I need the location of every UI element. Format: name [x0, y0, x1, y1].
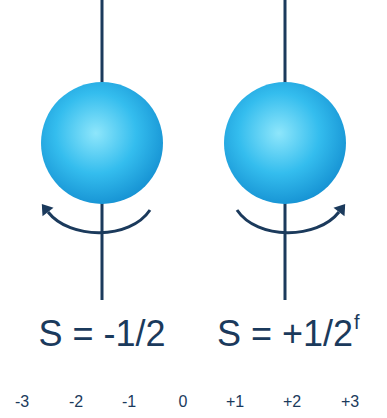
spin-label: S = +1/2 — [217, 316, 353, 352]
scale-number: +3 — [341, 394, 359, 410]
arrow-head — [42, 204, 54, 216]
scale-number: +2 — [283, 394, 301, 410]
scale-number: -1 — [122, 394, 136, 410]
footnote-mark: f — [354, 312, 360, 332]
scale-number: -3 — [15, 394, 29, 410]
rotation-arrow — [237, 210, 339, 233]
arrow-head — [334, 204, 346, 216]
rotation-arrow — [48, 210, 150, 233]
scale-number: -2 — [69, 394, 83, 410]
scale-number: +1 — [226, 394, 244, 410]
spin-label: S = -1/2 — [38, 316, 165, 352]
particle-sphere — [41, 82, 163, 204]
scale-number: 0 — [179, 394, 188, 410]
particle-sphere — [224, 82, 346, 204]
